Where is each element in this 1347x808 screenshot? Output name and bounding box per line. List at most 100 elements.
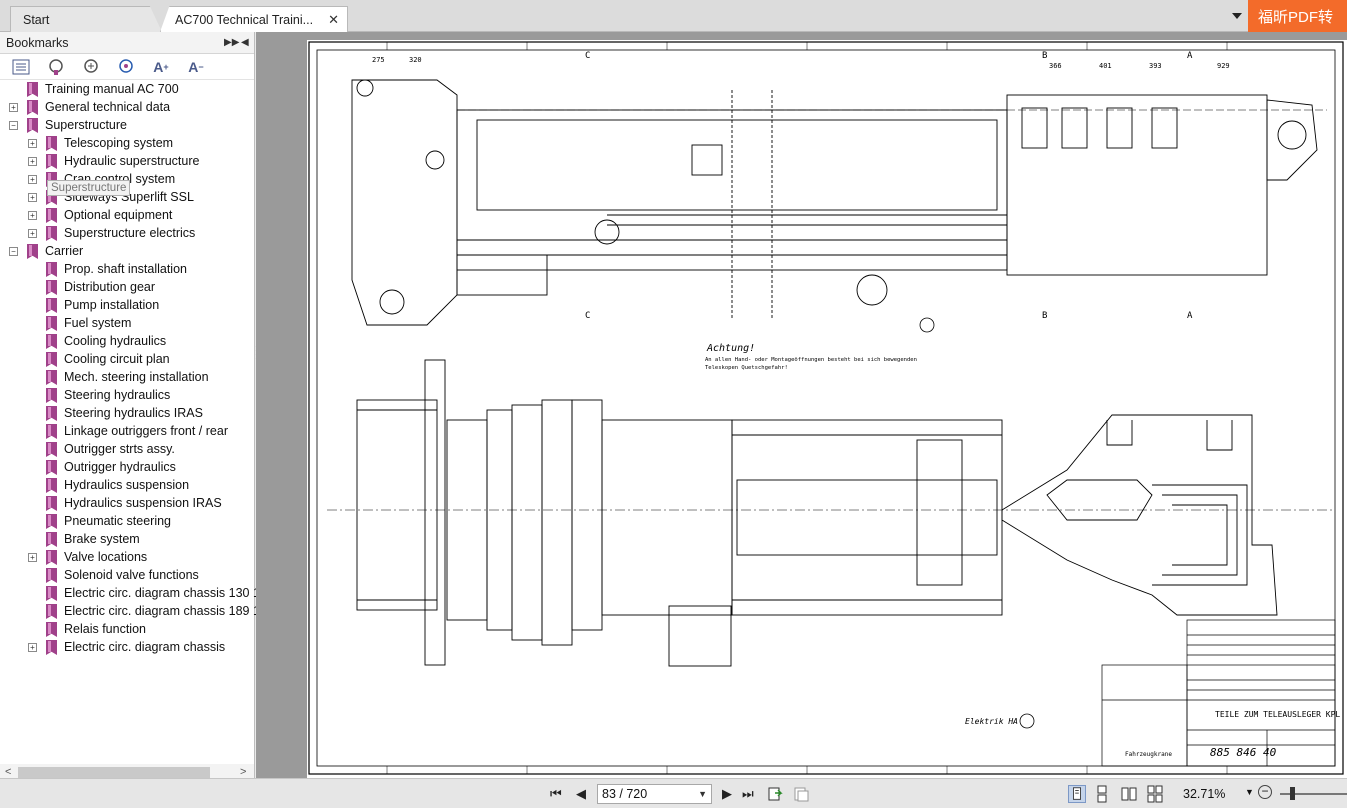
bookmark-item[interactable]: −Carrier [0, 243, 254, 261]
add-bookmark-icon[interactable] [45, 57, 67, 77]
bookmark-item[interactable]: Cooling hydraulics [0, 333, 254, 351]
panel-collapse-icon[interactable]: ◀ [241, 37, 249, 48]
bookmark-item[interactable]: +General technical data [0, 99, 254, 117]
decrease-font-icon[interactable]: A− [188, 58, 204, 75]
bookmark-item[interactable]: Outrigger strts assy. [0, 441, 254, 459]
bookmark-label: Brake system [64, 532, 140, 546]
single-page-view-icon[interactable] [1068, 785, 1086, 803]
collapse-icon[interactable]: − [9, 247, 18, 256]
drawing-outer-frame [308, 41, 1344, 775]
bookmark-icon [46, 280, 57, 295]
bookmark-item[interactable]: Steering hydraulics IRAS [0, 405, 254, 423]
dimension-labels: 275 320 366 401 393 929 [372, 56, 1230, 70]
bookmark-label: Solenoid valve functions [64, 568, 199, 582]
bookmark-icon [27, 118, 38, 133]
bookmark-item[interactable]: Outrigger hydraulics [0, 459, 254, 477]
bookmark-label: Electric circ. diagram chassis [64, 640, 226, 654]
expand-icon[interactable]: + [28, 157, 37, 166]
delete-bookmark-icon[interactable] [115, 57, 137, 77]
zoom-level[interactable]: 32.71% [1183, 787, 1226, 801]
page-dropdown-icon[interactable]: ▼ [698, 789, 707, 799]
expand-icon[interactable]: + [28, 553, 37, 562]
brand-banner[interactable]: 福昕PDF转 [1248, 0, 1347, 32]
scroll-right-icon[interactable]: > [240, 766, 247, 778]
bookmark-item[interactable]: + Electric circ. diagram chassis [0, 639, 254, 657]
section-c-bottom: C [585, 311, 590, 321]
new-bookmark-icon[interactable] [80, 57, 102, 77]
bookmark-item[interactable]: Training manual AC 700 [0, 81, 254, 99]
bookmark-icon [46, 460, 57, 475]
facing-view-icon[interactable] [1120, 785, 1138, 803]
close-icon[interactable]: ✕ [328, 12, 339, 27]
bookmark-item[interactable]: Brake system [0, 531, 254, 549]
page-number-input[interactable]: 83 / 720 ▼ [597, 784, 712, 804]
bookmark-item[interactable]: Distribution gear [0, 279, 254, 297]
bookmark-item[interactable]: Prop. shaft installation [0, 261, 254, 279]
bookmark-item[interactable]: Pneumatic steering [0, 513, 254, 531]
bookmark-options-icon[interactable] [10, 57, 32, 77]
bookmark-label: Telescoping system [64, 136, 174, 150]
grid-ticks [386, 42, 1228, 774]
bookmark-item[interactable]: +Hydraulic superstructure [0, 153, 254, 171]
bookmark-item[interactable]: Linkage outriggers front / rear [0, 423, 254, 441]
bookmark-icon [46, 550, 57, 565]
tab-document[interactable]: AC700 Technical Traini... ✕ [160, 6, 348, 32]
bookmark-item[interactable]: Electric circ. diagram chassis 189 1 [0, 603, 260, 621]
expand-icon[interactable]: + [9, 103, 18, 112]
bookmark-label: Mech. steering installation [64, 370, 209, 384]
expand-icon[interactable]: + [28, 211, 37, 220]
bookmark-item[interactable]: −Superstructure [0, 117, 254, 135]
continuous-view-icon[interactable] [1093, 785, 1111, 803]
previous-view-icon[interactable] [766, 785, 784, 803]
zoom-out-icon[interactable]: − [1258, 785, 1272, 799]
bookmark-item[interactable]: Mech. steering installation [0, 369, 254, 387]
panel-expand-icon[interactable]: ▶▶ [224, 37, 240, 48]
tab-start[interactable]: Start [10, 6, 162, 32]
bookmark-item[interactable]: Cooling circuit plan [0, 351, 254, 369]
bookmark-item[interactable]: Steering hydraulics [0, 387, 254, 405]
continuous-facing-view-icon[interactable] [1146, 785, 1164, 803]
first-page-icon[interactable]: ⏮ [550, 786, 562, 801]
bookmark-label: Optional equipment [64, 208, 173, 222]
document-viewport[interactable]: 275 320 366 401 393 929 C B A C B A A [256, 32, 1347, 786]
bookmark-item[interactable]: Fuel system [0, 315, 254, 333]
bookmark-item[interactable]: + Telescoping system [0, 135, 254, 153]
last-page-icon[interactable]: ⏭ [742, 786, 754, 801]
bookmark-item[interactable]: Electric circ. diagram chassis 130 1 [0, 585, 260, 603]
next-view-icon[interactable] [792, 785, 810, 803]
bookmark-icon [46, 370, 57, 385]
bookmark-icon [46, 298, 57, 313]
technical-drawing: 275 320 366 401 393 929 C B A C B A A [308, 41, 1344, 775]
bookmark-item[interactable]: Hydraulics suspension [0, 477, 254, 495]
bookmark-label: Linkage outriggers front / rear [64, 424, 228, 438]
expand-icon[interactable]: + [28, 643, 37, 652]
bookmark-item[interactable]: +Superstructure electrics [0, 225, 254, 243]
expand-icon[interactable]: + [28, 193, 37, 202]
sidebar-horizontal-scrollbar[interactable]: < > [0, 764, 254, 782]
bookmark-icon [46, 640, 57, 655]
bookmark-item[interactable]: + Optional equipment [0, 207, 254, 225]
expand-icon[interactable]: + [28, 139, 37, 148]
scroll-left-icon[interactable]: < [5, 766, 12, 778]
tab-list-dropdown-icon[interactable] [1230, 9, 1244, 23]
section-a-top: A [1187, 51, 1193, 61]
section-a-bottom: A [1187, 311, 1193, 321]
bookmark-item[interactable]: Relais function [0, 621, 254, 639]
bookmark-item[interactable]: Pump installation [0, 297, 254, 315]
expand-icon[interactable]: + [28, 229, 37, 238]
tab-start-label: Start [23, 12, 50, 27]
bookmark-item[interactable]: Hydraulics suspension IRAS [0, 495, 254, 513]
zoom-slider-thumb[interactable] [1290, 787, 1295, 800]
zoom-dropdown-icon[interactable]: ▼ [1245, 787, 1254, 797]
previous-page-icon[interactable]: ◀ [576, 786, 586, 801]
increase-font-icon[interactable]: A+ [153, 58, 169, 75]
bookmark-icon [46, 622, 57, 637]
collapse-icon[interactable]: − [9, 121, 18, 130]
section-c-top: C [585, 51, 590, 61]
scrollbar-thumb[interactable] [18, 767, 210, 778]
bookmark-item[interactable]: Solenoid valve functions [0, 567, 254, 585]
next-page-icon[interactable]: ▶ [722, 786, 732, 801]
bookmark-item[interactable]: +Valve locations [0, 549, 254, 567]
expand-icon[interactable]: + [28, 175, 37, 184]
zoom-slider[interactable] [1280, 793, 1347, 795]
